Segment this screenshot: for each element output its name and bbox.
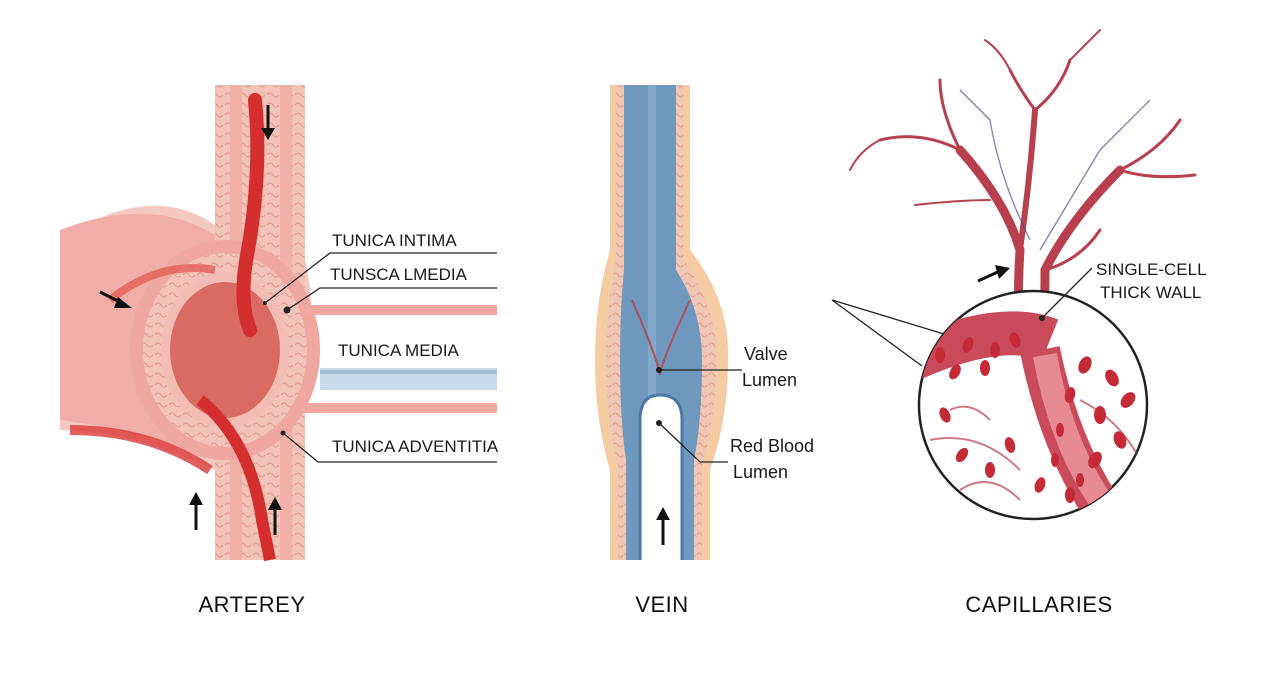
capillaries-leaders [1039, 267, 1093, 321]
title-vein: VEIN [635, 592, 688, 617]
artery-leaders [263, 252, 497, 463]
artery-illustration [60, 85, 497, 562]
label-tunica-intima: TUNICA INTIMA [332, 231, 457, 250]
vein-leaders [656, 367, 742, 463]
label-single-cell: SINGLE-CELL [1096, 260, 1207, 279]
flow-arrow-icon [656, 507, 670, 545]
label-tunsca-lmedia: TUNSCA LMEDIA [330, 265, 468, 284]
flow-arrow-icon [99, 290, 132, 308]
label-lumen-lower: Lumen [733, 462, 788, 482]
label-lumen-upper: Lumen [742, 370, 797, 390]
title-artery: ARTEREY [198, 592, 305, 617]
vein-illustration [595, 85, 729, 560]
title-capillaries: CAPILLARIES [965, 592, 1112, 617]
label-valve: Valve [744, 344, 788, 364]
label-tunica-media: TUNICA MEDIA [338, 341, 460, 360]
label-tunica-adventitia: TUNICA ADVENTITIA [332, 437, 499, 456]
flow-arrow-icon [261, 105, 275, 140]
flow-arrow-icon [977, 265, 1010, 283]
flow-arrow-icon [268, 497, 282, 535]
label-red-blood: Red Blood [730, 436, 814, 456]
label-thick-wall: THICK WALL [1100, 283, 1201, 302]
flow-arrow-icon [189, 492, 203, 530]
